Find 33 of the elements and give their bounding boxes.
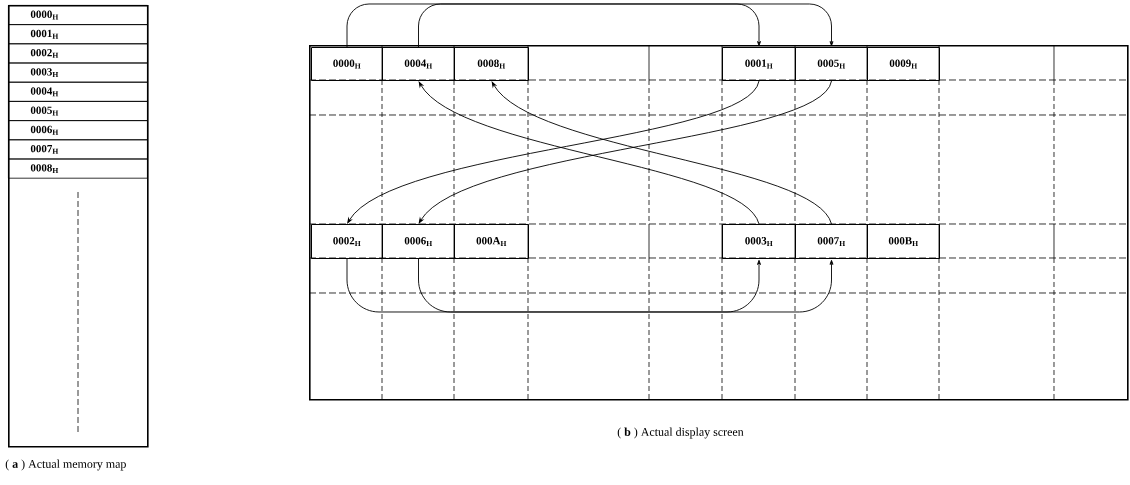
memory-cell: 0001$_{H}$ — [8, 24, 148, 45]
figure-caption: ( b ) Actual display screen — [617, 427, 744, 439]
screen-frame — [309, 45, 1129, 401]
screen-cell: 000B$_{H}$ — [867, 224, 940, 259]
arrow — [418, 81, 760, 225]
arrow — [418, 80, 832, 224]
screen-cell: 0000$_{H}$ — [311, 47, 383, 81]
screen-cell: 000A$_{H}$ — [454, 224, 529, 259]
screen-cell: 0006$_{H}$ — [382, 224, 455, 259]
screen-cell: 0003$_{H}$ — [722, 224, 796, 259]
memory-cell: 0003$_{H}$ — [8, 62, 148, 83]
screen-cell: 0005$_{H}$ — [795, 47, 868, 81]
arrow — [418, 3, 834, 48]
screen-cell: 0009$_{H}$ — [867, 47, 940, 81]
memory-cell: 0006$_{H}$ — [8, 120, 148, 141]
memory-cell: 0004$_{H}$ — [8, 81, 148, 102]
arrow — [491, 81, 832, 225]
memory-cell: 0007$_{H}$ — [8, 139, 148, 160]
memory-cell: 0002$_{H}$ — [8, 43, 148, 64]
memory-cell: 0000$_{H}$ — [8, 5, 148, 25]
screen-cell: 0008$_{H}$ — [454, 47, 529, 81]
arrow — [346, 258, 761, 313]
screen-cell: 0001$_{H}$ — [722, 47, 796, 81]
arrow — [346, 3, 761, 48]
screen-cell: 0002$_{H}$ — [311, 224, 383, 259]
memory-cell: 0005$_{H}$ — [8, 101, 148, 121]
memory-map-frame — [8, 5, 149, 448]
screen-cell: 0004$_{H}$ — [382, 47, 455, 81]
arrow — [418, 258, 834, 313]
memory-cell: 0008$_{H}$ — [8, 158, 148, 179]
figure-caption: ( a ) Actual memory map — [5, 459, 126, 471]
screen-cell: 0007$_{H}$ — [795, 224, 868, 259]
arrow — [347, 80, 760, 224]
